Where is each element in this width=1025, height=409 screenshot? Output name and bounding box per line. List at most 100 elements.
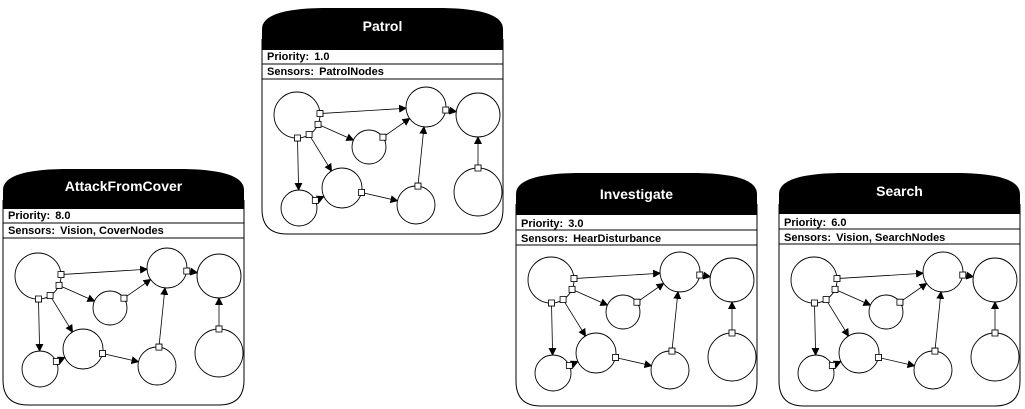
state-graph xyxy=(273,86,503,227)
priority-value: 6.0 xyxy=(831,217,847,229)
state-node xyxy=(321,167,363,209)
transition-handle xyxy=(568,285,576,293)
state-node xyxy=(575,332,617,374)
transition-handle xyxy=(55,281,63,289)
transition-handle xyxy=(316,110,324,117)
transition-arrow xyxy=(548,302,557,357)
transition-arrow xyxy=(571,288,609,306)
transition-handle xyxy=(294,134,301,142)
transition-arrow xyxy=(615,357,653,369)
transition-handle xyxy=(991,329,999,337)
sensors-label: Sensors: xyxy=(784,232,832,244)
transition-arrow xyxy=(361,192,399,204)
sensors-label: Sensors: xyxy=(267,66,315,78)
card-title: AttackFromCover xyxy=(64,178,183,194)
priority-row: Priority: 8.0 xyxy=(8,210,70,223)
transition-arrow xyxy=(60,265,149,275)
transition-handle xyxy=(442,106,450,114)
state-node xyxy=(62,328,104,370)
state-node xyxy=(838,332,880,374)
transition-handle xyxy=(570,275,578,282)
state-node xyxy=(455,92,501,138)
priority-label: Priority: xyxy=(8,210,51,222)
transition-handle xyxy=(896,298,904,306)
sensors-label: Sensors: xyxy=(521,233,569,245)
transition-handle xyxy=(811,299,818,307)
state-node xyxy=(137,346,177,386)
transition-handle xyxy=(183,267,191,275)
sensors-row: Sensors: HearDisturbance xyxy=(521,233,661,246)
state-graph xyxy=(14,247,244,388)
sensors-label: Sensors: xyxy=(8,225,56,237)
card-investigate: Investigate Priority: 3.0 Sensors: HearDis… xyxy=(515,172,758,407)
transition-handle xyxy=(668,347,676,355)
transition-arrow xyxy=(158,286,169,348)
transition-handle xyxy=(633,298,641,306)
priority-value: 1.0 xyxy=(314,51,330,63)
transition-arrow xyxy=(308,134,333,172)
transition-arrow xyxy=(825,299,850,337)
state-node xyxy=(194,328,244,378)
transition-arrow xyxy=(417,125,428,187)
sensors-value: HearDisturbance xyxy=(573,233,662,245)
priority-row: Priority:6.0 xyxy=(784,217,846,230)
state-node xyxy=(405,86,447,128)
state-node xyxy=(650,350,690,390)
transition-arrow xyxy=(294,137,303,192)
sensors-row: Sensors: PatrolNodes xyxy=(267,66,384,79)
state-node xyxy=(605,294,641,330)
state-node xyxy=(922,251,964,293)
priority-row: Priority: 3.0 xyxy=(521,218,583,231)
state-node xyxy=(797,354,835,392)
state-node xyxy=(868,294,904,330)
transition-arrow xyxy=(35,298,44,353)
transition-arrow xyxy=(317,123,355,141)
transition-arrow xyxy=(878,357,916,369)
transition-handle xyxy=(822,296,830,303)
state-node xyxy=(273,91,321,139)
transition-handle xyxy=(52,358,60,365)
sensors-value: Vision, CoverNodes xyxy=(60,225,164,237)
transition-arrow xyxy=(49,295,74,333)
priority-value: 3.0 xyxy=(568,218,584,230)
transition-arrow xyxy=(58,284,96,302)
transition-arrow xyxy=(102,353,140,365)
sensors-row: Sensors: Vision, SearchNodes xyxy=(784,232,945,245)
transition-handle xyxy=(414,182,422,190)
transition-handle xyxy=(548,299,555,307)
transition-handle xyxy=(155,343,163,351)
state-node xyxy=(351,129,387,165)
transition-handle xyxy=(314,120,322,128)
state-node xyxy=(453,167,503,217)
transition-handle xyxy=(875,354,882,361)
state-node xyxy=(790,256,838,304)
card-search: Search Priority:6.0 Sensors: Vision, Sear… xyxy=(778,172,1021,407)
sensors-value: Vision, SearchNodes xyxy=(836,232,946,244)
priority-label: Priority: xyxy=(521,218,564,230)
card-title: Search xyxy=(876,183,923,199)
card-title: Patrol xyxy=(362,18,403,34)
transition-handle xyxy=(728,329,736,337)
transition-arrow xyxy=(671,290,682,352)
transition-arrow xyxy=(382,117,411,138)
state-node xyxy=(280,189,318,227)
state-node xyxy=(970,332,1020,382)
transition-arrow xyxy=(123,278,152,299)
transition-handle xyxy=(311,197,319,204)
transition-handle xyxy=(99,350,106,357)
state-node xyxy=(146,247,188,289)
transition-handle xyxy=(831,285,839,293)
priority-label: Priority: xyxy=(267,51,310,63)
transition-arrow xyxy=(811,302,820,357)
transition-arrow xyxy=(562,299,587,337)
transition-arrow xyxy=(573,269,662,279)
transition-handle xyxy=(379,133,387,141)
state-node xyxy=(709,257,755,303)
transition-handle xyxy=(565,362,573,369)
state-node xyxy=(972,257,1018,303)
transition-handle xyxy=(120,294,128,302)
state-graph xyxy=(790,251,1020,392)
sensors-value: PatrolNodes xyxy=(319,66,384,78)
card-title: Investigate xyxy=(599,186,674,202)
priority-value: 8.0 xyxy=(55,210,71,222)
